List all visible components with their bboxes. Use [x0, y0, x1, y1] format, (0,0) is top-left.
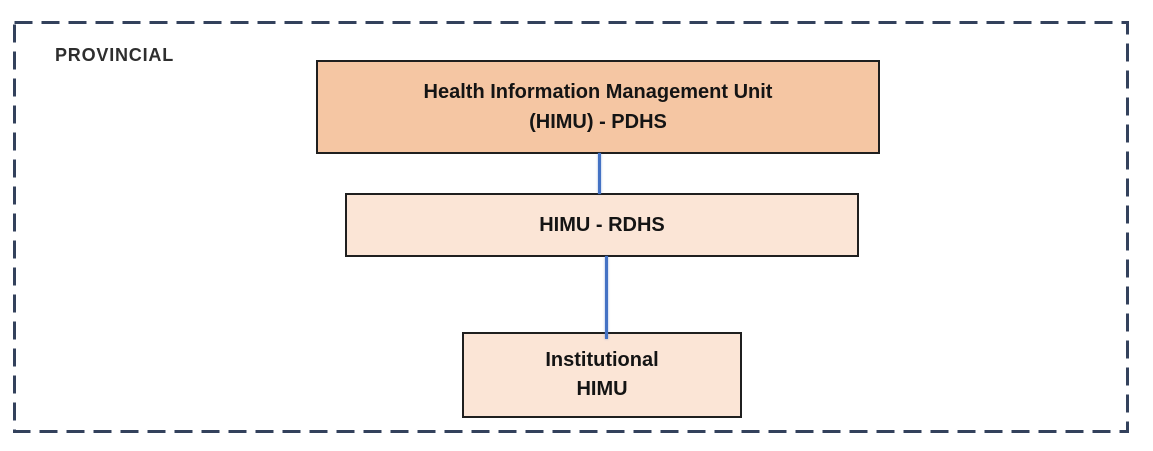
connector-pdhs-to-rdhs: [598, 153, 601, 194]
connector-rdhs-to-institutional: [605, 256, 608, 339]
node-himu-pdhs-line2: (HIMU) - PDHS: [529, 111, 667, 133]
node-institutional-himu-line1: Institutional: [545, 349, 659, 371]
section-label-provincial: PROVINCIAL: [55, 45, 175, 65]
provincial-boundary-rect: [13, 21, 1129, 433]
node-himu-pdhs: Health Information Management Unit (HIMU…: [316, 60, 880, 154]
node-institutional-himu: Institutional HIMU: [462, 332, 742, 418]
node-himu-rdhs-label: HIMU - RDHS: [539, 214, 665, 236]
node-himu-pdhs-line1: Health Information Management Unit: [423, 81, 773, 103]
node-himu-rdhs: HIMU - RDHS: [345, 193, 859, 257]
node-institutional-himu-line2: HIMU: [576, 378, 628, 400]
